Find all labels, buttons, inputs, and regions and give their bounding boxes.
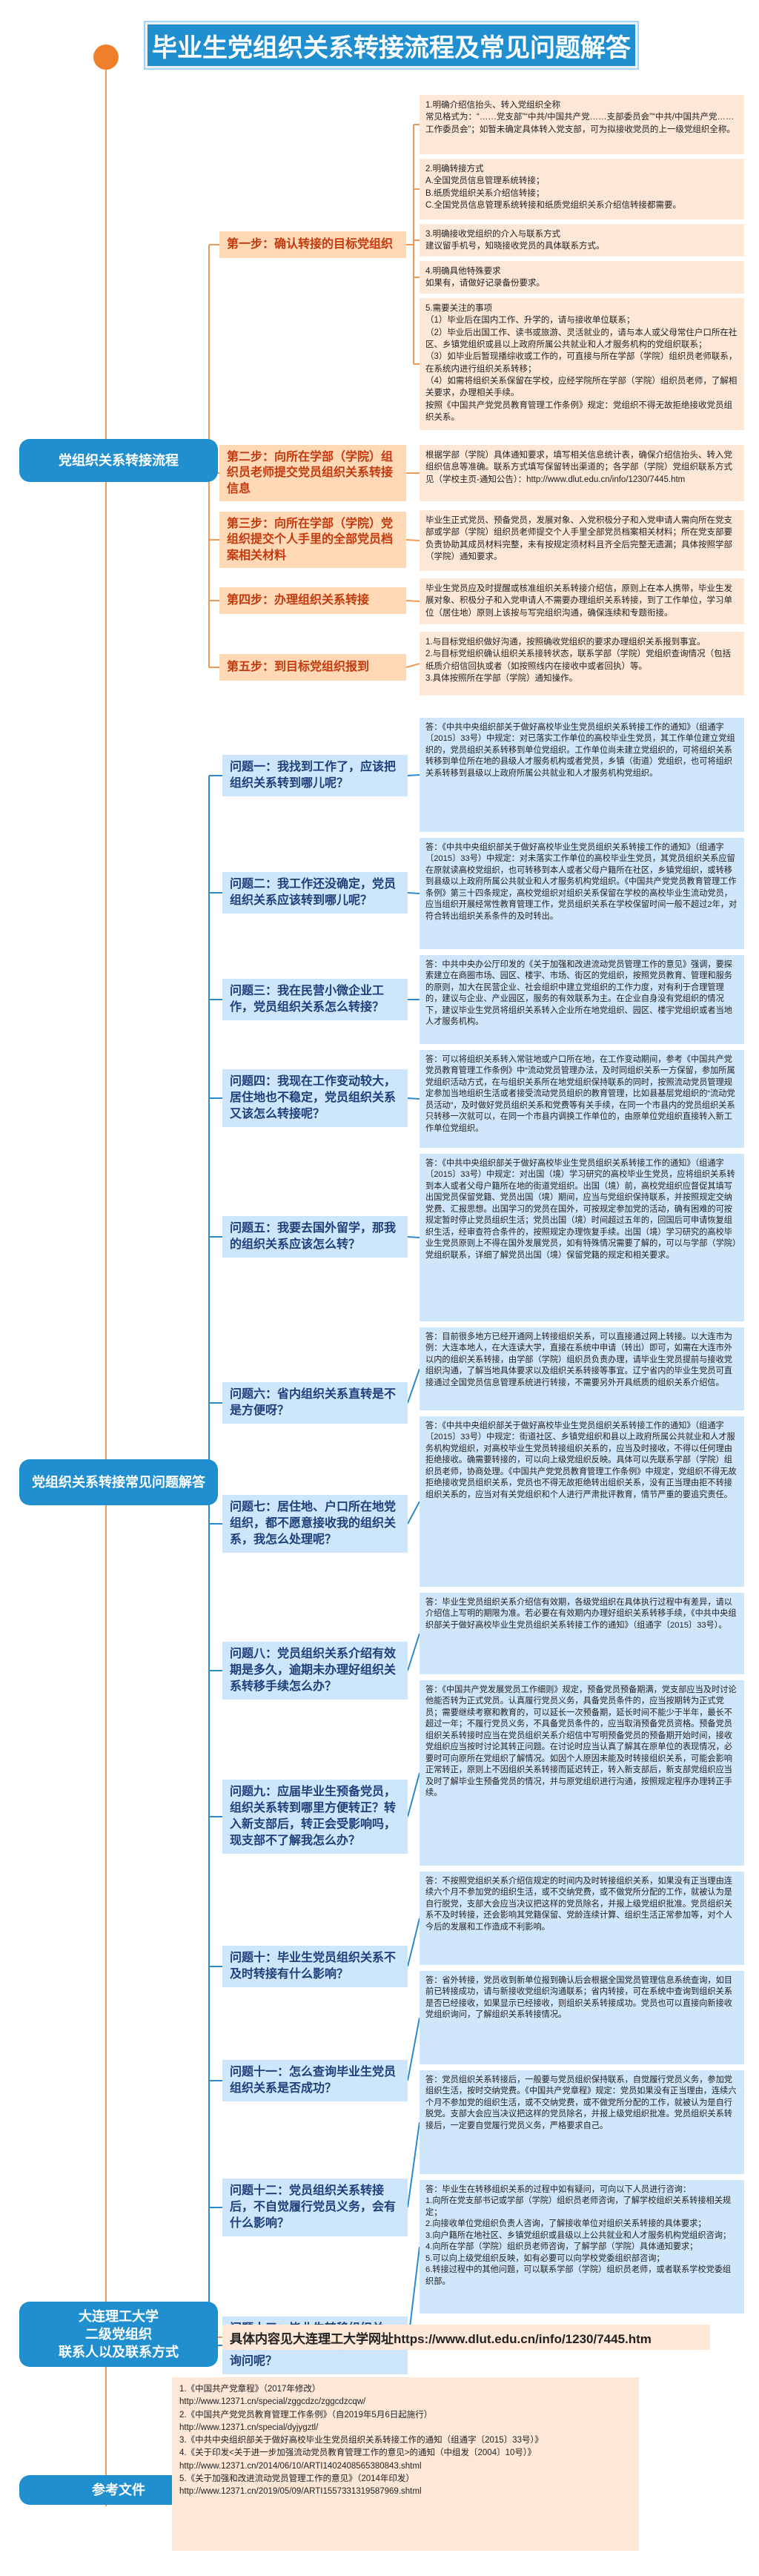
root-dot	[93, 44, 119, 70]
step-1-detail-1: 1.明确介绍信抬头、转入党组织全称 常见格式为：“……党支部”“中共/中国共产党…	[420, 95, 744, 154]
faq-question-2[interactable]: 问题二：我工作还没确定，党员组织关系应该转到哪儿呢？	[222, 872, 408, 914]
faq-answer-link-1	[407, 774, 420, 776]
faq-answer-2: 答：《中共中央组织部关于做好高校毕业生党员组织关系转接工作的通知》（组通字〔20…	[420, 838, 744, 949]
faq-answer-13: 答：毕业生在转移组织关系的过程中如有疑问，可向以下人员进行咨询： 1.向所在党支…	[420, 2180, 744, 2314]
step-5-detail: 1.与目标党组织做好沟通，按照确收党组织的要求办理组织关系报到事宜。 2.与目标…	[420, 632, 744, 696]
references-list: 1.《中国共产党章程》（2017年修改） http://www.12371.cn…	[172, 2377, 639, 2551]
faq-answer-link-11	[407, 2017, 420, 2081]
contact-link[interactable]: 具体内容见大连理工大学网址https://www.dlut.edu.cn/inf…	[222, 2325, 710, 2350]
faq-answer-11: 答：省外转接，党员收到新单位报到确认后会根据全国党员管理信息系统查询，如目前已转…	[420, 1971, 744, 2064]
faq-question-11[interactable]: 问题十一：怎么查询毕业生党员组织关系是否成功？	[222, 2060, 408, 2101]
faq-answer-5: 答：《中共中央组织部关于做好高校毕业生党员组织关系转接工作的通知》（组通字〔20…	[420, 1154, 744, 1321]
process-step-5: 第五步：到目标党组织报到	[219, 654, 406, 681]
faq-answer-3: 答：中共中央办公厅印发的《关于加强和改进流动党员管理工作的意见》强调，要探索建立…	[420, 955, 744, 1044]
faq-answer-link-8	[407, 1633, 420, 1671]
contact-root: 大连理工大学 二级党组织 联系人以及联系方式	[19, 2302, 218, 2367]
faq-question-1[interactable]: 问题一：我找到工作了，应该把组织关系转到哪儿呢？	[222, 755, 408, 796]
faq-answer-7: 答：《中共中央组织部关于做好高校毕业生党员组织关系转接工作的通知》（组通字〔20…	[420, 1416, 744, 1587]
faq-question-5[interactable]: 问题五：我要去国外留学，那我的组织关系应该怎么转？	[222, 1216, 408, 1258]
faq-question-9[interactable]: 问题九：应届毕业生预备党员，组织关系转到哪里方便转正？转入新支部后，转正会受影响…	[222, 1780, 408, 1854]
step-detail-link-5	[405, 663, 420, 668]
faq-question-4[interactable]: 问题四：我现在工作变动较大，居住地也不稳定，党员组织关系又该怎么转接呢？	[222, 1069, 408, 1127]
faq-question-8[interactable]: 问题八：党员组织关系介绍有效期是多久，逾期未办理好组织关系转移手续怎么办？	[222, 1642, 408, 1700]
process-step-4: 第四步：办理组织关系转接	[219, 587, 406, 614]
page-title: 毕业生党组织关系转接流程及常见问题解答	[144, 21, 639, 70]
step-1-detail-5: 5.需要关注的事项 （1）毕业后在国内工作、升学的，请与接收单位联系； （2）毕…	[420, 298, 744, 430]
faq-answer-10: 答：不按照党组织关系介绍信规定的时间内及时转接组织关系，如果没有正当理由连续六个…	[420, 1872, 744, 1965]
step-detail-link-3	[405, 539, 420, 541]
step-1-detail-3: 3.明确接收党组织的介入与联系方式 建议留手机号，知晓接收党员的具体联系方式。	[420, 224, 744, 257]
faq-answer-link-5	[407, 1236, 420, 1238]
process-step-1: 第一步：确认转接的目标党组织	[219, 231, 406, 258]
faq-answer-4: 答：可以将组织关系转入常驻地或户口所在地，在工作变动期间，参考《中国共产党党员教…	[420, 1050, 744, 1148]
step-4-detail: 毕业生党员应及时提醒或核准组织关系转接介绍信，原则上在本人携带，毕业生发展对象、…	[420, 578, 744, 624]
process-step-3: 第三步：向所在学部（学院）党组织提交个人手里的全部党员档案相关材料	[219, 512, 406, 568]
faq-answer-link-6	[407, 1368, 420, 1404]
faq-answer-link-10	[407, 1918, 420, 1967]
step-3-detail: 毕业生正式党员、预备党员，发展对象、入党积极分子和入党申请人需向所在党支部或学部…	[420, 510, 744, 571]
faq-question-7[interactable]: 问题七：居住地、户口所在地党组织，都不愿意接收我的组织关系，我怎么处理呢？	[222, 1495, 408, 1553]
faq-answer-link-7	[407, 1501, 420, 1525]
faq-answer-link-12	[407, 2121, 420, 2208]
faq-question-10[interactable]: 问题十：毕业生党员组织关系不及时转接有什么影响？	[222, 1946, 408, 1987]
faq-root: 党组织关系转接常见问题解答	[19, 1459, 218, 1505]
faq-answer-9: 答：《中国共产党发展党员工作细则》规定，预备党员预备期满，党支部应当及时讨论他能…	[420, 1680, 744, 1866]
faq-answer-8: 答：毕业生党员组织关系介绍信有效期，各级党组织在具体执行过程中有差异，请以介绍信…	[420, 1593, 744, 1674]
faq-answer-link-9	[407, 1772, 420, 1817]
faq-answer-link-2	[407, 892, 420, 894]
faq-answer-6: 答：目前很多地方已经开通网上转接组织关系，可以直接通过网上转接。以大连市为例：大…	[420, 1327, 744, 1410]
step-2-detail: 根据学部（学院）具体通知要求，填写相关信息统计表，确保介绍信抬头、转入党组织信息…	[420, 445, 744, 501]
process-step-2: 第二步：向所在学部（学院）组织员老师提交党员组织关系转接信息	[219, 445, 406, 501]
faq-answer-1: 答：《中共中央组织部关于做好高校毕业生党员组织关系转接工作的通知》（组通字〔20…	[420, 718, 744, 832]
step-1-detail-4: 4.明确具他特殊要求 如果有，请做好记录备份要求。	[420, 261, 744, 294]
step-1-detail-2: 2.明确转接方式 A.全国党员信息管理系统转接； B.纸质党组织关系介绍信转接；…	[420, 159, 744, 219]
faq-answer-12: 答：党员组织关系转接后，一般要与党员组织保持联系，自觉履行党员义务，参加党组织生…	[420, 2070, 744, 2174]
faq-question-12[interactable]: 问题十二：党员组织关系转接后，不自觉履行党员义务，会有什么影响？	[222, 2179, 408, 2236]
process-root: 党组织关系转接流程	[19, 439, 218, 482]
faq-question-6[interactable]: 问题六：省内组织关系直转是不是方便呀？	[222, 1382, 408, 1424]
faq-question-3[interactable]: 问题三：我在民营小微企业工作，党员组织关系怎么转接？	[222, 979, 408, 1020]
faq-answer-link-4	[407, 1097, 420, 1100]
